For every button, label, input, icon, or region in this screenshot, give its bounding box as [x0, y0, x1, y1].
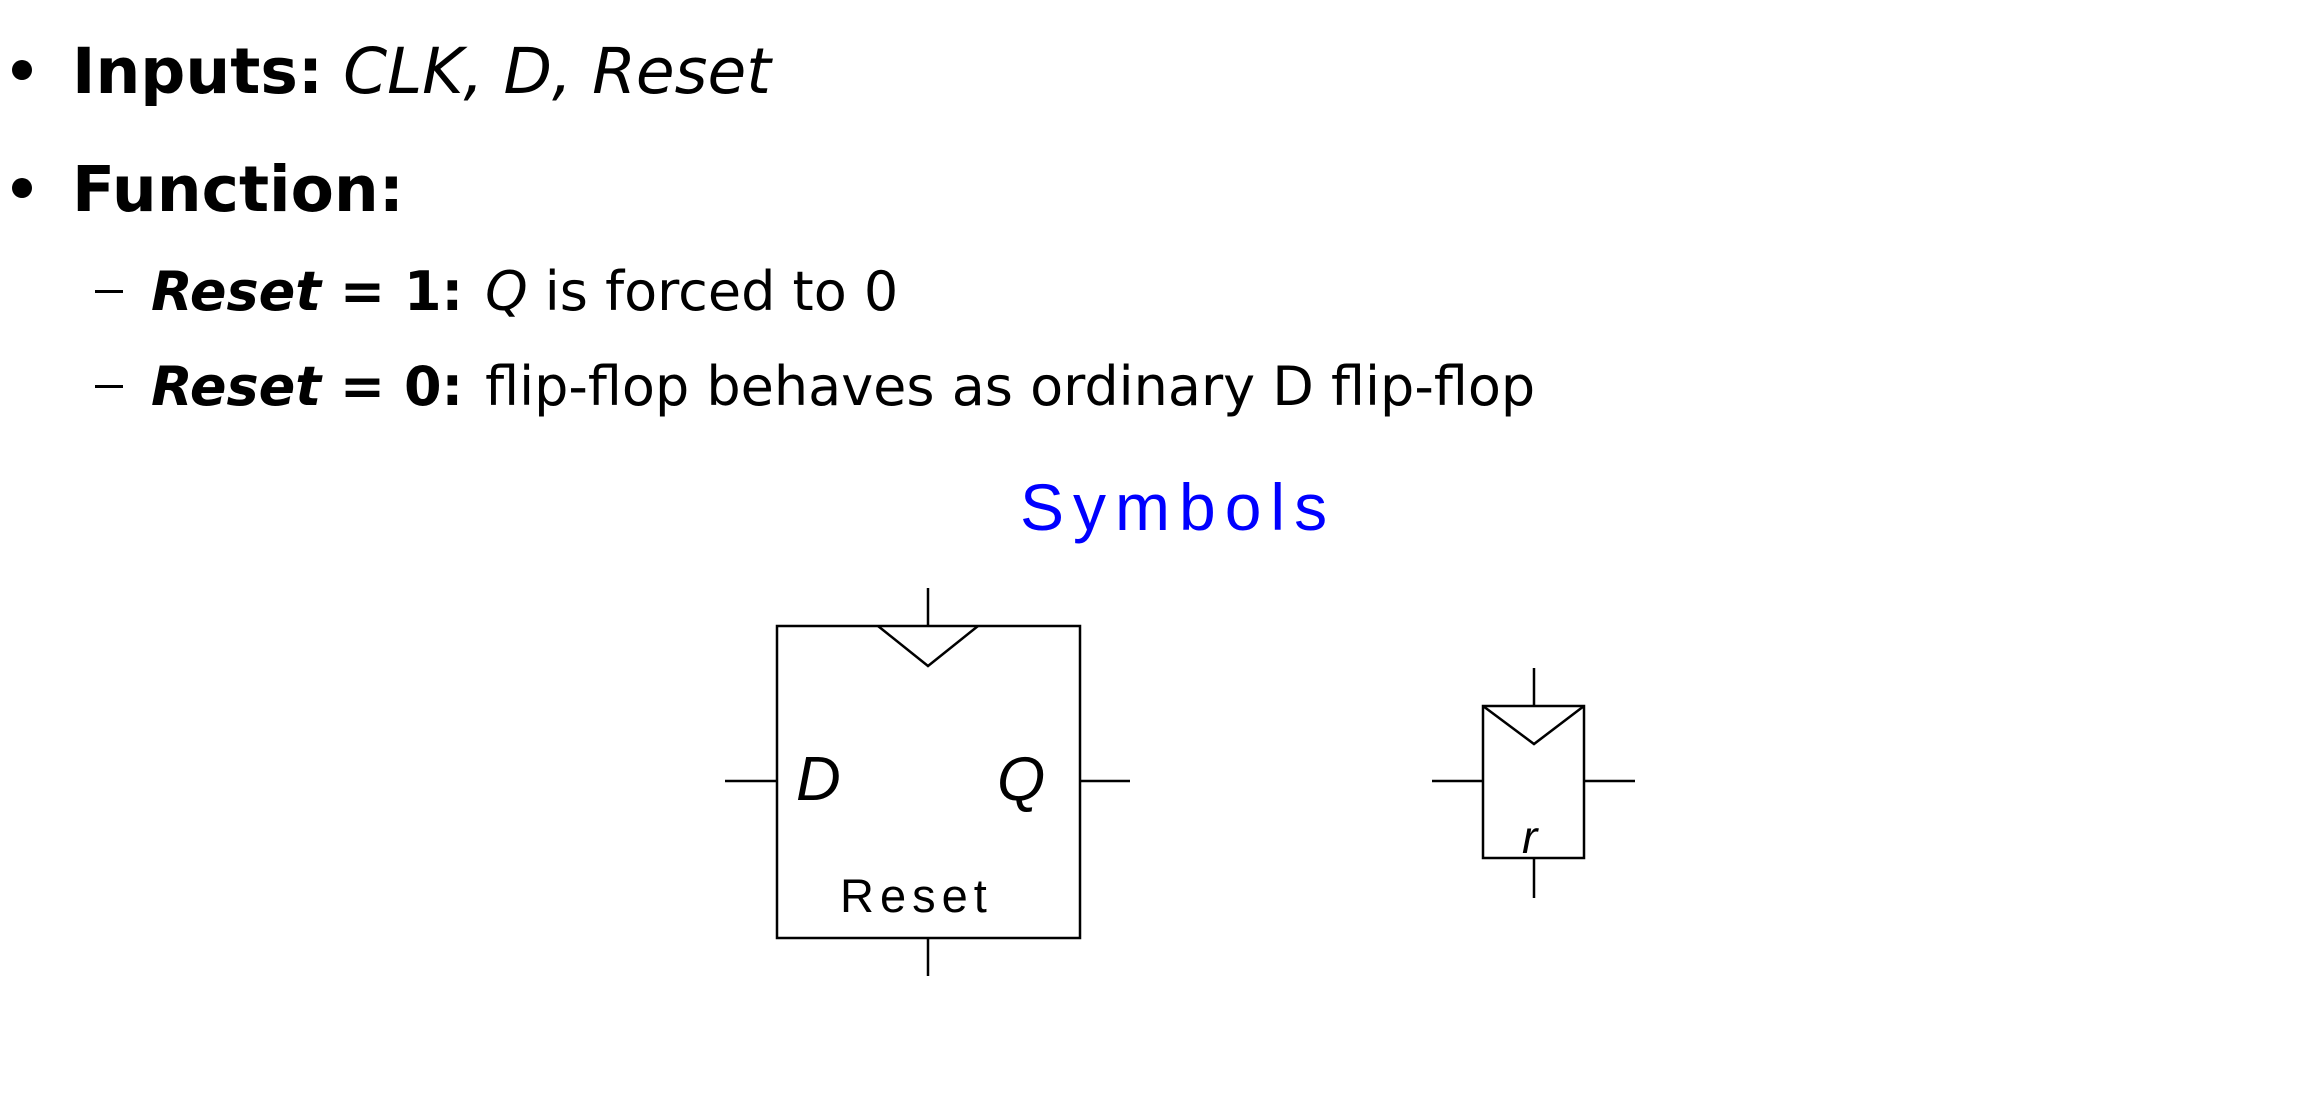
dash	[95, 384, 123, 388]
clk-triangle	[877, 625, 979, 668]
sub-item-rest: is forced to 0	[527, 260, 899, 323]
bullet-function: Function:	[12, 158, 404, 221]
sub-item-condition: = 0:	[321, 355, 464, 418]
sub-item-q: Q	[485, 260, 528, 323]
large-dff-symbol	[725, 588, 1130, 976]
sub-item-reset-0: Reset = 0:flip-flop behaves as ordinary …	[95, 360, 1535, 414]
inputs-value: CLK, D, Reset	[343, 35, 771, 108]
small-reset-label: r	[1522, 811, 1539, 863]
sub-item-name: Reset	[151, 260, 322, 323]
sub-item-reset-1: Reset = 1:Q is forced to 0	[95, 265, 898, 319]
large-reset-label: Reset	[840, 869, 993, 922]
dash	[95, 289, 123, 293]
sub-item-name: Reset	[151, 355, 322, 418]
bullet-dot	[12, 59, 32, 80]
symbols-title: Symbols	[1020, 470, 1336, 544]
inputs-label: Inputs:	[72, 35, 324, 108]
large-q-label: Q	[997, 745, 1045, 814]
small-clk-triangle	[1482, 704, 1585, 746]
sub-item-condition: = 1:	[321, 260, 464, 323]
large-d-label: D	[796, 745, 841, 814]
small-dff-symbol	[1432, 668, 1635, 898]
bullet-inputs: Inputs: CLK, D, Reset	[12, 40, 771, 103]
function-label: Function:	[72, 153, 404, 226]
bullet-dot	[12, 177, 32, 198]
sub-item-rest: flip-flop behaves as ordinary D flip-flo…	[485, 355, 1536, 418]
